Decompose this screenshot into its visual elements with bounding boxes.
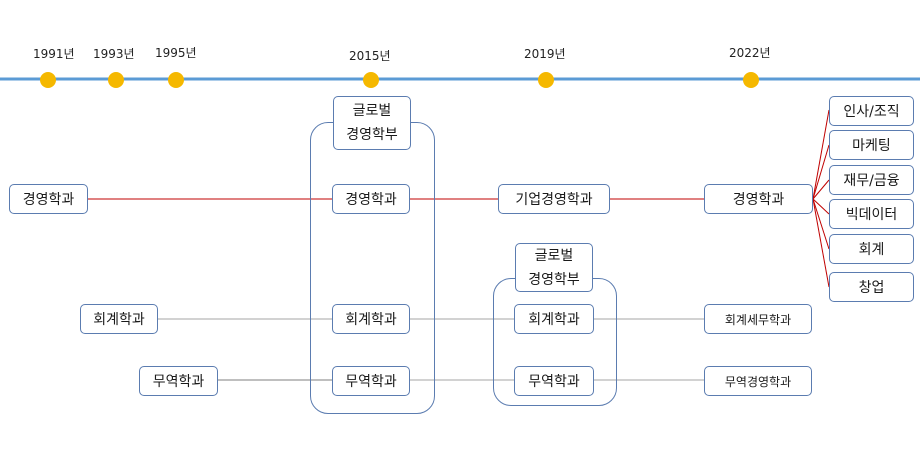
track-box-startup: 창업 — [829, 272, 914, 302]
group-label-line2: 경영학부 — [528, 271, 580, 288]
connector-track-6 — [812, 198, 830, 288]
year-label-2022: 2022년 — [729, 46, 771, 60]
year-label-1991: 1991년 — [33, 47, 75, 61]
group-label-line1: 글로벌 — [534, 247, 574, 264]
group-label-line2: 경영학부 — [346, 127, 398, 143]
dept-box-trade-2015: 무역학과 — [332, 366, 410, 396]
year-label-2019: 2019년 — [524, 47, 566, 61]
timeline-dot-2019 — [538, 72, 554, 88]
connector-track-5 — [812, 198, 830, 250]
track-box-marketing: 마케팅 — [829, 130, 914, 160]
track-box-bigdata: 빅데이터 — [829, 199, 914, 229]
track-box-finance: 재무/금융 — [829, 165, 914, 195]
track-box-hr: 인사/조직 — [829, 96, 914, 126]
dept-box-trade-2019: 무역학과 — [514, 366, 594, 396]
group-label-2015: 글로벌 경영학부 — [333, 96, 411, 150]
year-label-2015: 2015년 — [349, 49, 391, 63]
timeline-dot-2022 — [743, 72, 759, 88]
dept-box-acct-2015: 회계학과 — [332, 304, 410, 334]
dept-box-biz-2019: 기업경영학과 — [498, 184, 610, 214]
connector-track-1 — [812, 109, 830, 200]
group-label-2019: 글로벌 경영학부 — [515, 243, 593, 292]
group-label-line1: 글로벌 — [352, 103, 392, 119]
dept-box-trade-1995: 무역학과 — [139, 366, 218, 396]
connector-track-3 — [812, 179, 830, 200]
timeline-dot-2015 — [363, 72, 379, 88]
dept-box-acct-1993: 회계학과 — [80, 304, 158, 334]
year-label-1993: 1993년 — [93, 47, 135, 61]
dept-box-acct-2019: 회계학과 — [514, 304, 594, 334]
dept-box-mgmt-2022: 경영학과 — [704, 184, 813, 214]
track-box-accounting: 회계 — [829, 234, 914, 264]
dept-box-acct-2022: 회계세무학과 — [704, 304, 812, 334]
connector-track-2 — [812, 144, 830, 200]
timeline-dot-1993 — [108, 72, 124, 88]
dept-box-mgmt-1991: 경영학과 — [9, 184, 88, 214]
timeline-dot-1991 — [40, 72, 56, 88]
dept-box-trade-2022: 무역경영학과 — [704, 366, 812, 396]
year-label-1995: 1995년 — [155, 46, 197, 60]
dept-box-mgmt-2015: 경영학과 — [332, 184, 410, 214]
timeline-dot-1995 — [168, 72, 184, 88]
connector-track-4 — [812, 198, 830, 215]
